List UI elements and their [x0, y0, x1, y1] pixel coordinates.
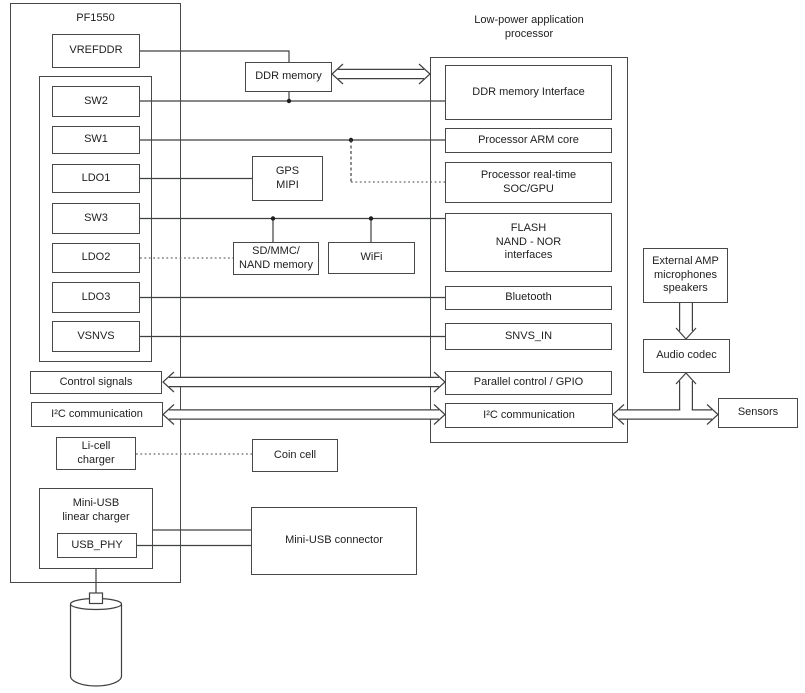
flash-nand-nor-interfaces-box: FLASH NAND - NOR interfaces	[445, 213, 612, 272]
ldo1-box: LDO1	[52, 164, 140, 193]
ldo3-box: LDO3	[52, 282, 140, 313]
processor-arm-core-box: Processor ARM core	[445, 128, 612, 153]
external-amp-box: External AMP microphones speakers	[643, 248, 728, 303]
sensors-box: Sensors	[718, 398, 798, 428]
arrow-i2c-sensors	[612, 404, 719, 425]
bluetooth-box: Bluetooth	[445, 286, 612, 310]
vrefddr-box: VREFDDR	[52, 34, 140, 68]
ddr-memory-box: DDR memory	[245, 62, 332, 92]
i2c-communication-box-pmic: I²C communication	[31, 402, 163, 427]
coin-cell-box: Coin cell	[252, 439, 338, 472]
control-signals-box: Control signals	[30, 371, 162, 394]
mini-usb-linear-charger-label: Mini-USB linear charger	[62, 497, 130, 524]
sw3-box: SW3	[52, 203, 140, 234]
processor-realtime-soc-gpu-box: Processor real-time SOC/GPU	[445, 162, 612, 203]
snvs-in-box: SNVS_IN	[445, 323, 612, 350]
sw2-box: SW2	[52, 86, 140, 117]
audio-codec-box: Audio codec	[643, 339, 730, 373]
mini-usb-connector-box: Mini-USB connector	[251, 507, 417, 575]
i2c-communication-box-processor: I²C communication	[445, 403, 613, 428]
gps-mipi-box: GPS MIPI	[252, 156, 323, 201]
vsnvs-box: VSNVS	[52, 321, 140, 352]
arrow-to-audio-codec-up	[675, 372, 697, 411]
arrow-amp-to-audio-codec-down	[675, 303, 697, 340]
sw1-box: SW1	[52, 126, 140, 154]
wifi-box: WiFi	[328, 242, 415, 274]
arrow-control-signals-gpio	[162, 371, 446, 393]
sd-mmc-nand-memory-box: SD/MMC/ NAND memory	[233, 242, 319, 275]
application-processor-title: Low-power application processor	[474, 14, 584, 41]
parallel-control-gpio-box: Parallel control / GPIO	[445, 371, 612, 395]
battery-icon	[69, 569, 123, 687]
ddr-memory-interface-box: DDR memory Interface	[445, 65, 612, 120]
li-cell-charger-box: Li-cell charger	[56, 437, 136, 470]
usb-phy-box: USB_PHY	[57, 533, 137, 558]
pf1550-title: PF1550	[76, 12, 115, 24]
ldo2-box: LDO2	[52, 243, 140, 273]
arrow-i2c-communication	[162, 404, 446, 425]
arrow-ddr-memory-interface	[331, 63, 431, 85]
